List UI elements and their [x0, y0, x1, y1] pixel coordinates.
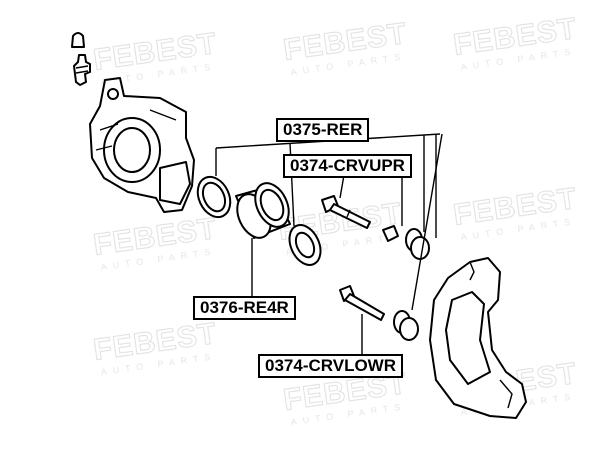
watermark-2: FEBEST AUTO PARTS: [281, 16, 410, 77]
bleeder-screw: [73, 54, 91, 86]
piston-seal: [196, 175, 232, 219]
lower-guide-pin: [339, 285, 385, 321]
caliper-bracket: [429, 257, 527, 419]
bleeder-cap: [71, 32, 85, 48]
label-piston: 0376-RE4R: [193, 296, 296, 320]
watermark-3: FEBEST AUTO PARTS: [451, 11, 580, 72]
watermark-6: FEBEST AUTO PARTS: [451, 181, 580, 242]
label-lower-guide-pin: 0374-CRVLOWR: [258, 354, 403, 378]
upper-guide-pin: [321, 195, 371, 229]
lower-rubber-boot: [393, 310, 419, 341]
dust-boot: [288, 224, 322, 266]
upper-rubber-boot: [405, 228, 430, 260]
caliper-body: [89, 77, 195, 213]
watermark-7: FEBEST AUTO PARTS: [91, 316, 220, 377]
label-caliper-kit: 0375-RER: [276, 118, 370, 142]
small-bushing: [382, 225, 399, 242]
watermark-4: FEBEST AUTO PARTS: [91, 211, 220, 272]
leader-lines: [215, 133, 443, 354]
label-upper-guide-pin: 0374-CRVUPR: [283, 154, 412, 178]
piston: [235, 182, 291, 239]
